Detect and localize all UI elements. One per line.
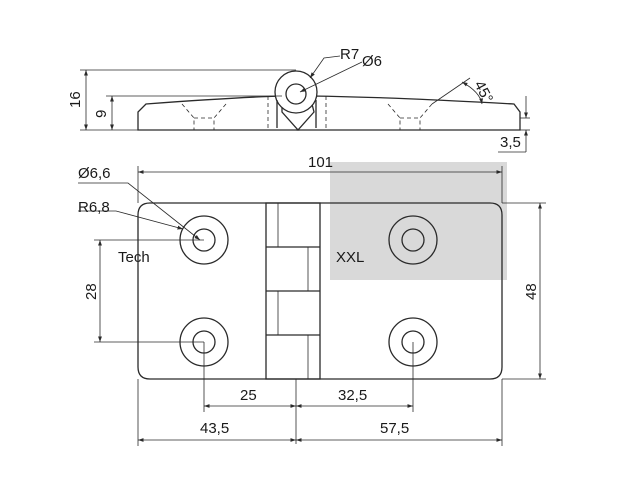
- watermark-logo: Tech XXL: [118, 162, 507, 280]
- watermark-text-xxl: XXL: [336, 249, 364, 266]
- side-leaf-left: [137, 95, 300, 131]
- dim-label-hole-dia: Ø6,6: [78, 165, 111, 182]
- dim-label-575: 57,5: [380, 420, 409, 437]
- top-view: 101 Ø6,6 R6,8 28 48 25 32,5 43,5 57,5: [78, 154, 546, 446]
- hole-top-right: [388, 215, 438, 265]
- watermark-box: [330, 162, 507, 280]
- dim-label-35: 3,5: [500, 134, 521, 151]
- side-pin-hole: [285, 83, 307, 105]
- dim-label-101: 101: [308, 154, 333, 171]
- leader-pin-dia: [299, 61, 363, 93]
- dim-label-28: 28: [83, 283, 100, 300]
- side-knuckle: [274, 70, 318, 114]
- dim-label-r7: R7: [340, 46, 359, 63]
- chamfer-ext-line: [431, 77, 471, 105]
- dim-label-435: 43,5: [200, 420, 229, 437]
- dim-arc-45: [461, 81, 484, 105]
- side-countersink-right: [387, 103, 433, 130]
- dim-label-16: 16: [67, 91, 84, 108]
- side-countersink-left: [181, 103, 227, 130]
- dim-label-9: 9: [93, 110, 110, 118]
- leader-r7: [309, 55, 341, 79]
- dim-label-25: 25: [240, 387, 257, 404]
- leader-counterbore: [78, 210, 184, 230]
- dim-label-48: 48: [523, 283, 540, 300]
- dim-label-counterbore: R6,8: [78, 199, 110, 216]
- watermark-text-tech: Tech: [118, 249, 150, 266]
- leader-hole-dia: [78, 182, 201, 241]
- dim-label-pin-dia: Ø6: [362, 53, 382, 70]
- dim-label-325: 32,5: [338, 387, 367, 404]
- side-view: 16 9 R7 Ø6 45° 3,5: [67, 46, 530, 153]
